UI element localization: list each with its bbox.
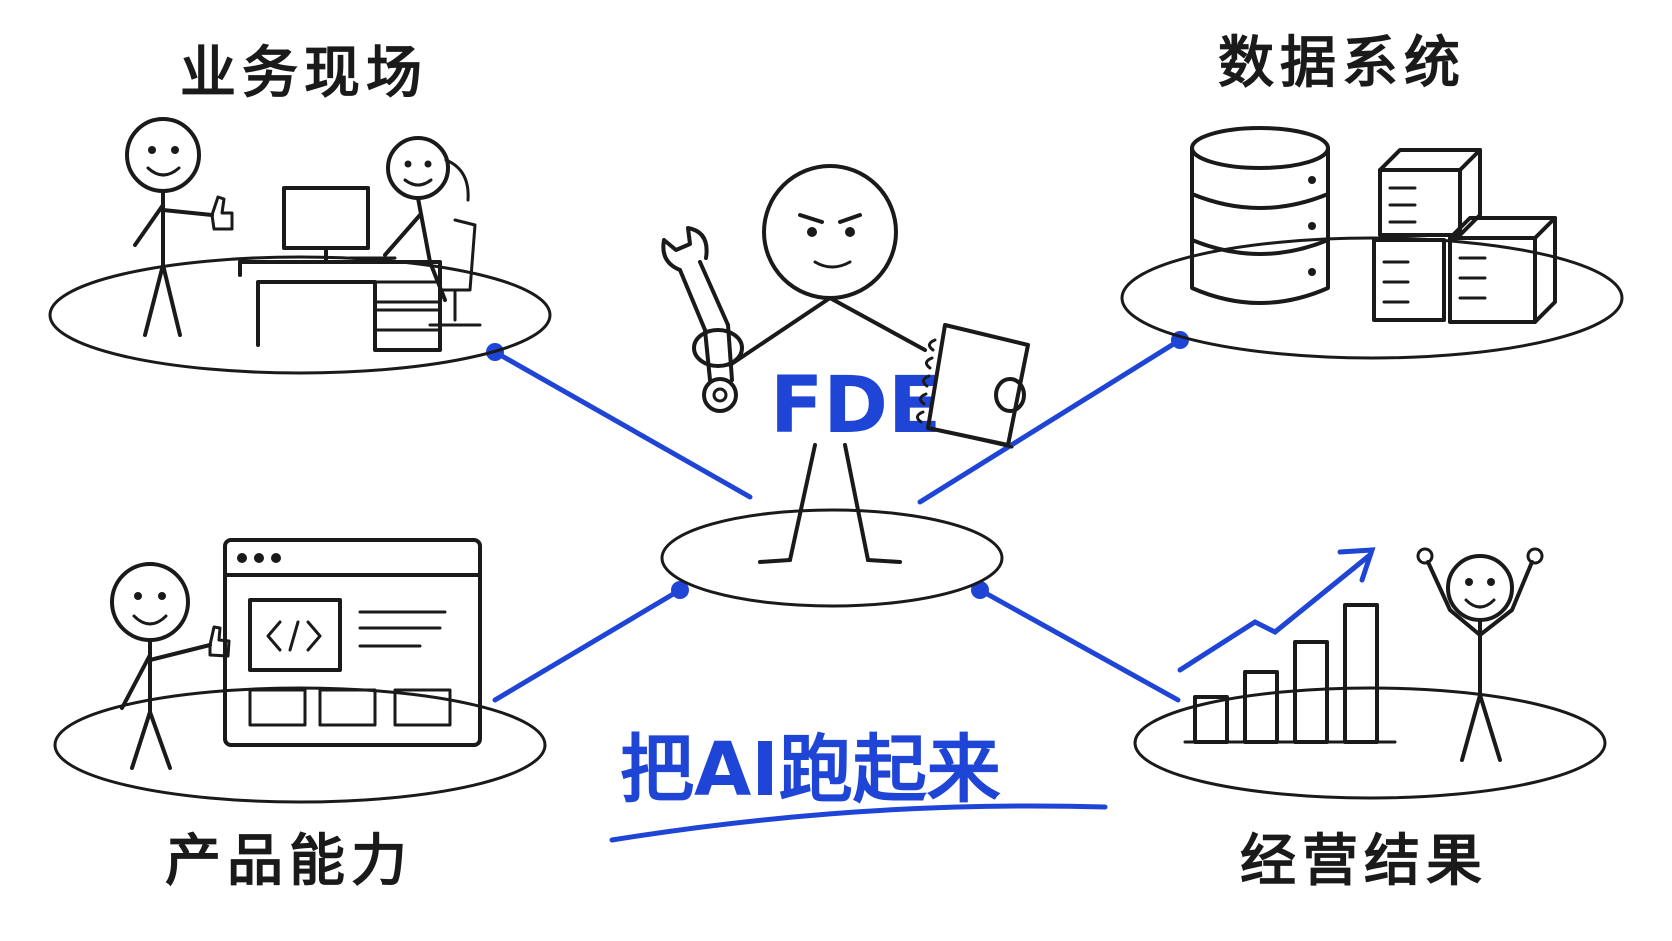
node-label-results: 经营结果 — [1240, 829, 1488, 894]
trend-arrow-icon — [1177, 547, 1376, 673]
wrench-icon — [661, 226, 744, 413]
slogan-underline — [609, 803, 1108, 843]
server-box-icon — [1372, 148, 1557, 324]
node-label-business: 业务现场 — [180, 41, 428, 106]
code-window-icon — [223, 538, 482, 747]
stick-figure-icon — [125, 117, 234, 337]
desk-computer-icon — [238, 186, 442, 352]
node-center-fde: FDE — [660, 164, 1030, 608]
connector-data — [917, 337, 1183, 505]
connector-business — [492, 349, 753, 500]
stick-figure-icon — [110, 562, 231, 770]
node-product: 产品能力 — [53, 538, 547, 894]
slogan-block: 把AI跑起来 — [609, 727, 1108, 843]
connector-dot-results — [971, 581, 989, 599]
connector-product — [492, 587, 683, 703]
center-label: FDE — [770, 361, 941, 451]
bar-chart-icon — [1183, 603, 1397, 744]
slogan-text: 把AI跑起来 — [620, 727, 1001, 813]
node-label-product: 产品能力 — [165, 829, 413, 894]
node-label-data: 数据系统 — [1218, 31, 1466, 96]
node-data: 数据系统 — [1120, 31, 1624, 360]
connectors — [486, 331, 1189, 703]
stick-figure-icon — [1416, 547, 1544, 762]
platform-ellipse — [1133, 686, 1607, 800]
platform-ellipse — [53, 686, 547, 804]
platform-ellipse — [660, 508, 1004, 608]
notebook-icon — [916, 323, 1030, 449]
stick-figure-icon — [383, 136, 482, 327]
platform-ellipse — [1120, 236, 1624, 360]
platform-ellipse — [48, 255, 552, 375]
node-results: 经营结果 — [1133, 547, 1607, 894]
node-business: 业务现场 — [48, 41, 552, 375]
connector-results — [977, 587, 1181, 703]
database-icon — [1190, 126, 1330, 305]
connector-dot-product — [671, 581, 689, 599]
